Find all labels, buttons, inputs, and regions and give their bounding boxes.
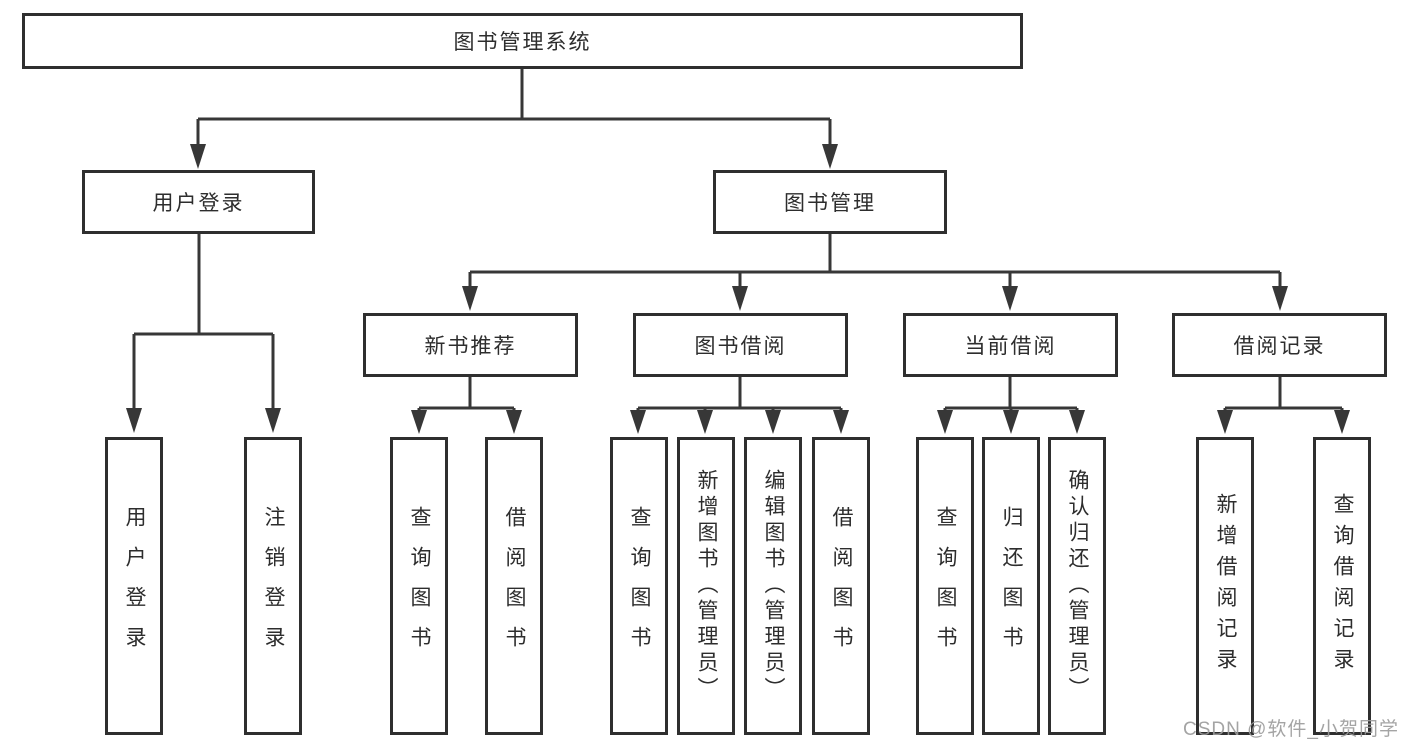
leaf-edit-books-admin: 编辑图书（管理员）	[744, 437, 802, 735]
arrowhead	[833, 410, 849, 434]
arrowhead	[1003, 410, 1019, 434]
arrowhead	[1334, 410, 1350, 434]
leaf-confirm-return-admin: 确认归还（管理员）	[1048, 437, 1106, 735]
arrowhead	[506, 410, 522, 434]
arrowhead	[765, 410, 781, 434]
connector-records-children	[1223, 377, 1344, 416]
connector-new-book-children	[417, 377, 516, 416]
arrowhead	[937, 410, 953, 434]
arrowhead	[822, 144, 838, 169]
arrowhead	[126, 408, 142, 433]
node-current-borrowing: 当前借阅	[903, 313, 1118, 377]
arrowhead	[190, 144, 206, 169]
node-borrow-records: 借阅记录	[1172, 313, 1387, 377]
node-new-book-recommend: 新书推荐	[363, 313, 578, 377]
leaf-user-login: 用户登录	[105, 437, 163, 735]
arrowhead	[630, 410, 646, 434]
leaf-query-books: 查询图书	[390, 437, 448, 735]
node-library-system: 图书管理系统	[22, 13, 1023, 69]
connector-root-to-level2	[196, 69, 832, 150]
connector-user-login-children	[132, 234, 275, 414]
arrowhead	[265, 408, 281, 433]
arrowhead	[732, 286, 748, 311]
node-book-management: 图书管理	[713, 170, 947, 234]
arrowhead	[462, 286, 478, 311]
arrowhead	[697, 410, 713, 434]
arrowhead	[1217, 410, 1233, 434]
arrowhead	[1272, 286, 1288, 311]
csdn-watermark: CSDN @软件_小贺同学	[1183, 719, 1399, 740]
leaf-query-borrow-record: 查询借阅记录	[1313, 437, 1371, 735]
leaf-add-borrow-record: 新增借阅记录	[1196, 437, 1254, 735]
leaf-return-books: 归还图书	[982, 437, 1040, 735]
leaf-query-books: 查询图书	[916, 437, 974, 735]
arrowhead	[411, 410, 427, 434]
leaf-logout: 注销登录	[244, 437, 302, 735]
leaf-borrow-books: 借阅图书	[485, 437, 543, 735]
leaf-add-books-admin: 新增图书（管理员）	[677, 437, 735, 735]
leaf-query-books: 查询图书	[610, 437, 668, 735]
arrowhead	[1002, 286, 1018, 311]
leaf-borrow-books: 借阅图书	[812, 437, 870, 735]
node-user-login: 用户登录	[82, 170, 315, 234]
arrowhead	[1069, 410, 1085, 434]
connector-borrowing-children	[636, 377, 843, 416]
connector-book-mgmt-children	[468, 234, 1282, 292]
node-book-borrowing: 图书借阅	[633, 313, 848, 377]
